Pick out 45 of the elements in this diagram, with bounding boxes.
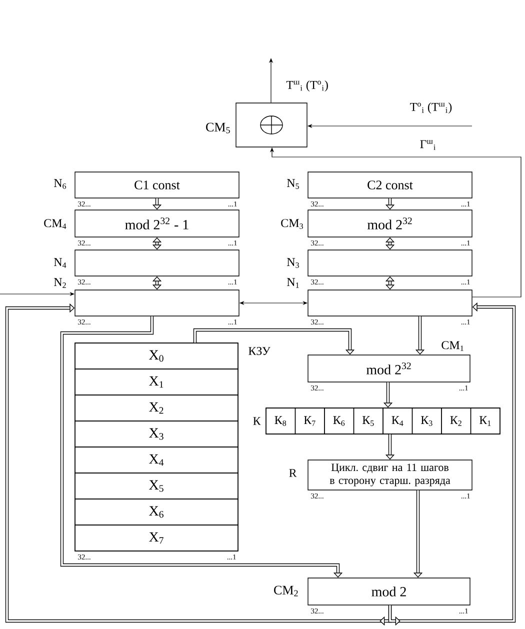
register-label: СМ$_{3}$	[281, 219, 303, 229]
register-box	[74, 290, 240, 316]
register-box: С2 const	[308, 172, 472, 198]
register-label: N$_{2}$	[54, 278, 66, 288]
register-label: СМ$_{5}$	[206, 122, 230, 134]
key-memory-cell: X$_{4}$	[74, 446, 238, 474]
signal-label: Т$^{о}$$_{i}$ (Т$^{ш}$$_{i}$)	[410, 102, 452, 114]
register-label: N$_{1}$	[286, 278, 299, 288]
register-box	[308, 290, 472, 316]
register-label: КЗУ	[248, 346, 270, 356]
key-memory-cell: X$_{5}$	[74, 472, 238, 500]
register-label: СМ$_{4}$	[44, 219, 66, 229]
register-label: СМ$_{2}$	[274, 586, 298, 596]
substitution-cell: К$_{2}$	[441, 408, 472, 434]
adder-box: mod 2$^{32}$	[308, 210, 472, 238]
register-box: С1 const	[74, 172, 240, 198]
register-label: СМ$_{1}$	[442, 341, 464, 351]
register-label: N$_{5}$	[286, 179, 299, 189]
key-memory-cell: X$_{2}$	[74, 394, 238, 422]
register-label: N$_{6}$	[54, 179, 66, 189]
register-box	[74, 250, 240, 276]
substitution-cell: К$_{8}$	[266, 408, 296, 434]
substitution-cell: К$_{6}$	[324, 408, 354, 434]
register-label: К	[253, 417, 261, 425]
substitution-cell: К$_{5}$	[353, 408, 384, 434]
register-label: N$_{4}$	[54, 258, 66, 268]
shift-box: Цикл. сдвиг на 11 шагов в сторону старш. разряда	[308, 460, 472, 490]
key-memory-cell: X$_{3}$	[74, 420, 238, 448]
substitution-cell: К$_{1}$	[470, 408, 500, 434]
key-memory-cell: X$_{7}$	[74, 524, 238, 552]
adder-box: mod 2$^{32}$	[308, 354, 470, 382]
key-memory-cell: X$_{1}$	[74, 368, 238, 396]
key-memory-cell: X$_{6}$	[74, 498, 238, 526]
register-label: N$_{3}$	[286, 258, 299, 268]
signal-label: Г$^{ш}$i	[420, 140, 436, 150]
substitution-cell: К$_{3}$	[412, 408, 442, 434]
substitution-cell: К$_{4}$	[382, 408, 413, 434]
signal-label: Т$^{ш}$$_{i}$ (Т$^{о}$$_{i}$)	[286, 80, 328, 92]
register-box	[308, 250, 472, 276]
adder-box: mod 2	[308, 578, 470, 606]
register-label: R	[289, 469, 297, 477]
key-memory-cell: X$_{0}$	[74, 342, 238, 370]
xor-adder-box	[236, 102, 308, 148]
substitution-cell: К$_{7}$	[294, 408, 325, 434]
adder-box: mod 2$^{32}$ - 1	[74, 210, 240, 238]
